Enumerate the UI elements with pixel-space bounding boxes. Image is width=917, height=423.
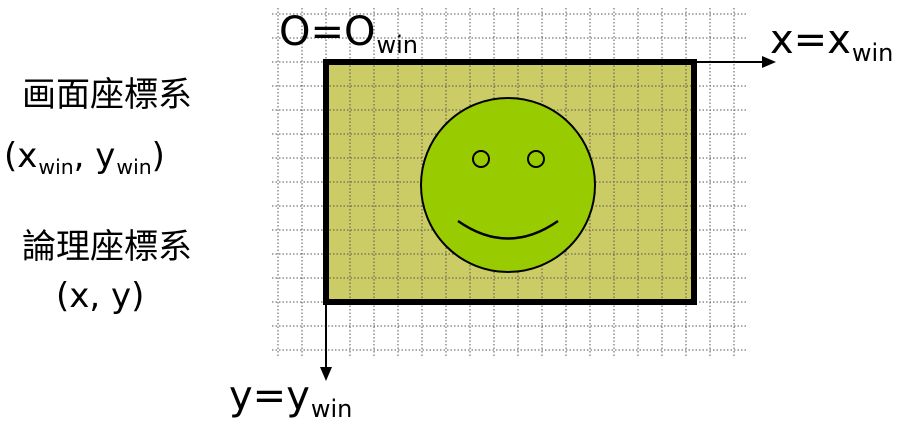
logical-coord-vars: (x, y) [56, 276, 145, 316]
screen-open-paren: ( [4, 136, 18, 176]
origin-label: O=Owin [279, 12, 418, 57]
smiley-right-eye [527, 150, 545, 168]
screen-y: y [95, 136, 116, 176]
smiley-mouth [457, 219, 559, 240]
screen-x: x [17, 136, 38, 176]
smiley-left-eye [472, 150, 490, 168]
y-axis-label-sub: win [310, 395, 353, 423]
screen-coord-title: 画面座標系 [22, 75, 192, 115]
y-axis-label-main: y=y [229, 373, 310, 419]
smiley-face [420, 97, 596, 273]
x-axis-arrowhead [762, 56, 776, 68]
window-border [323, 59, 697, 305]
x-axis-label: x=xwin [770, 20, 893, 65]
screen-sep: , [73, 136, 96, 176]
y-axis-label: y=ywin [229, 376, 352, 421]
logical-coord-title: 論理座標系 [22, 227, 192, 267]
origin-label-sub: win [376, 31, 418, 60]
screen-coord-vars: (xwin, ywin) [4, 139, 165, 178]
screen-x-sub: win [38, 155, 74, 180]
x-axis-label-sub: win [851, 39, 894, 68]
screen-y-sub: win [116, 155, 152, 180]
origin-label-main: O=O [279, 9, 376, 55]
screen-close-paren: ) [151, 136, 165, 176]
y-axis-arrowhead [320, 367, 332, 381]
x-axis-label-main: x=x [770, 17, 851, 63]
